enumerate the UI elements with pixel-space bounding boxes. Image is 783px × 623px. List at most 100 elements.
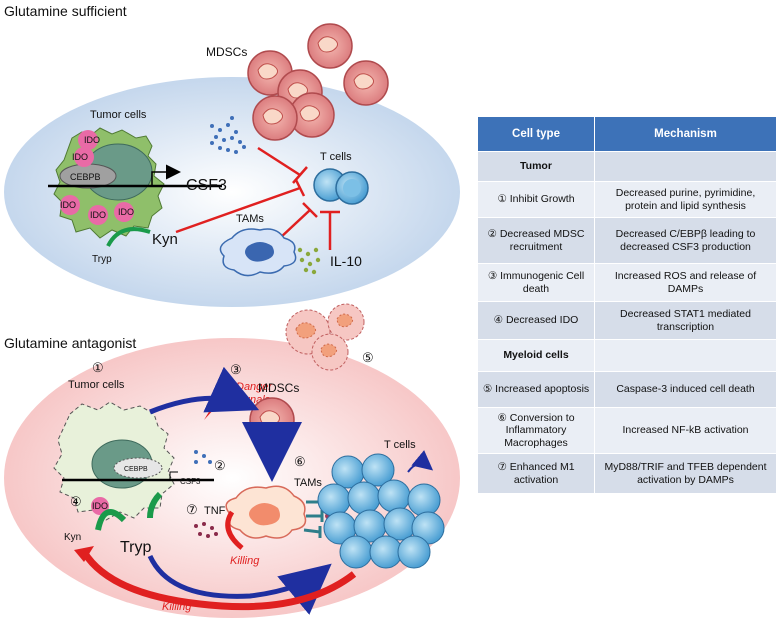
top-tam-nucleus [245,242,274,262]
table-row: Myeloid cells [477,339,777,372]
marker-3: ③ [230,362,242,377]
ido-enzyme: IDO [114,202,134,222]
bottom-mdscs-label: MDSCs [258,381,299,395]
tryp-to-t-cells-arrow [147,554,332,615]
row-mechanism: Decreased C/EBPβ leading to decreased CS… [594,217,777,264]
bottom-kyn-label: Kyn [64,532,81,543]
bottom-csf3-label: CSF3 [180,477,201,486]
ido-enzyme: IDO [88,205,108,225]
bottom-cebpb-label: CEBPB [124,466,148,473]
top-tumor-cells-label: Tumor cells [90,109,147,121]
bottom-transcription-arrow [169,471,178,480]
row-cell-type: ⑤ Increased apoptosis [477,371,595,408]
top-transcription-arrow [151,164,181,186]
svg-text:IDO: IDO [84,135,100,145]
bottom-mdsc-cell [249,397,295,443]
marker-2: ② [214,458,226,473]
row-cell-type: Tumor [477,151,595,182]
top-cebpb-label: CEBPB [70,172,101,182]
row-cell-type: ⑥ Conversion to Inflammatory Macrophages [477,407,595,454]
top-csf3-particles [210,116,246,154]
bottom-tryp-arrow [147,491,163,519]
mdsc-cell [307,23,353,69]
row-cell-type: ① Inhibit Growth [477,181,595,218]
bottom-ido-enzyme: IDO [91,497,109,515]
bottom-t-cell-cluster [317,453,445,569]
col-header-cell-type: Cell type [477,116,595,152]
row-cell-type: Myeloid cells [477,339,595,372]
marker-4: ④ [70,494,82,509]
svg-text:IDO: IDO [92,501,108,511]
svg-text:IDO: IDO [118,207,134,217]
killing-arrowhead [74,546,94,562]
bottom-csf3-particles [194,450,212,464]
top-tams-label: TAMs [236,213,264,225]
svg-text:IDO: IDO [60,200,76,210]
table-row: ⑥ Conversion to Inflammatory Macrophages… [477,407,777,454]
top-tryp-label: Tryp [92,254,112,265]
table-row: Tumor [477,151,777,182]
top-csf3-label: CSF3 [186,177,227,194]
row-mechanism [594,151,777,182]
tnf-label: TNF [204,505,226,517]
top-mdsc-cluster [247,23,389,141]
svg-text:IDO: IDO [72,152,88,162]
row-mechanism: Decreased purine, pyrimidine, protein an… [594,181,777,218]
t-cell-proliferation-arrow [407,450,434,473]
bottom-cebpb-protein [113,457,163,479]
apoptotic-mdsc-cell [311,333,349,371]
apoptotic-mdsc-cluster [285,303,365,371]
marker-6: ⑥ [294,454,306,469]
row-mechanism: Increased ROS and release of DAMPs [594,263,777,302]
row-cell-type: ② Decreased MDSC recruitment [477,217,595,264]
top-panel-title: Glutamine sufficient [4,3,127,19]
tumor-to-mdsc-arrow [149,366,260,415]
apoptotic-mdsc-cell [327,303,365,341]
ido-enzyme: IDO [72,147,94,167]
bottom-panel-title: Glutamine antagonist [4,335,136,351]
top-inhibition-lines [175,146,340,250]
ido-enzyme: IDO [78,130,100,150]
svg-text:IDO: IDO [90,210,106,220]
bottom-tryp-label: Tryp [120,539,152,556]
col-header-mechanism: Mechanism [594,116,777,152]
row-mechanism: Increased NF-kB activation [594,407,777,454]
ido-enzyme: IDO [60,195,80,215]
top-t-cells-label: T cells [320,151,352,163]
marker-7: ⑦ [186,502,198,517]
row-mechanism [594,339,777,372]
killing-label-tcell: Killing [162,601,192,613]
t-cells-to-tumor-killing-arrow [81,550,357,611]
marker-1: ① [92,360,104,375]
tnf-particles [194,522,218,538]
row-cell-type: ⑦ Enhanced M1 activation [477,453,595,494]
top-il10-particles [297,247,321,275]
tam-to-tumor-killing-arrow [225,510,244,550]
bottom-t-cells-label: T cells [384,439,416,451]
top-kyn-label: Kyn [152,231,178,248]
top-t-cells [313,168,369,205]
row-cell-type: ③ Immunogenic Cell death [477,263,595,302]
row-mechanism: Decreased STAT1 mediated transcription [594,301,777,340]
bottom-tams-label: TAMs [294,477,322,489]
row-mechanism: Caspase-3 induced cell death [594,371,777,408]
table-header-row: Cell type Mechanism [477,116,777,152]
row-cell-type: ④ Decreased IDO [477,301,595,340]
top-il10-label: IL-10 [330,253,362,269]
mdsc-cell [252,95,298,141]
row-mechanism: MyD88/TRIF and TFEB dependent activation… [594,453,777,494]
top-tryp-kyn-arrow [106,227,151,247]
bottom-tryp-kyn-arrow [95,509,127,531]
top-mdscs-label: MDSCs [206,45,247,59]
bottom-tam-nucleus [249,503,280,526]
bottom-tumor-cells-label: Tumor cells [68,379,125,391]
killing-label-tam: Killing [230,555,260,567]
top-ido-enzymes: IDO IDO IDO IDO IDO [60,130,134,225]
mechanism-table: Cell type Mechanism Tumor ① Inhibit Grow… [477,116,777,494]
